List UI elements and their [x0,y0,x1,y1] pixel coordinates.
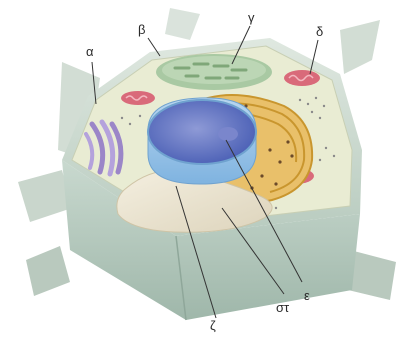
label-delta: δ [316,24,323,39]
chloroplast [156,54,272,90]
nucleus [148,98,256,184]
label-alpha: α [86,44,94,59]
label-gamma: γ [248,10,255,25]
label-beta: β [138,22,145,37]
label-zeta: ζ [210,318,216,333]
label-sigma-tau: στ [276,300,290,315]
label-epsilon: ε [304,288,310,303]
